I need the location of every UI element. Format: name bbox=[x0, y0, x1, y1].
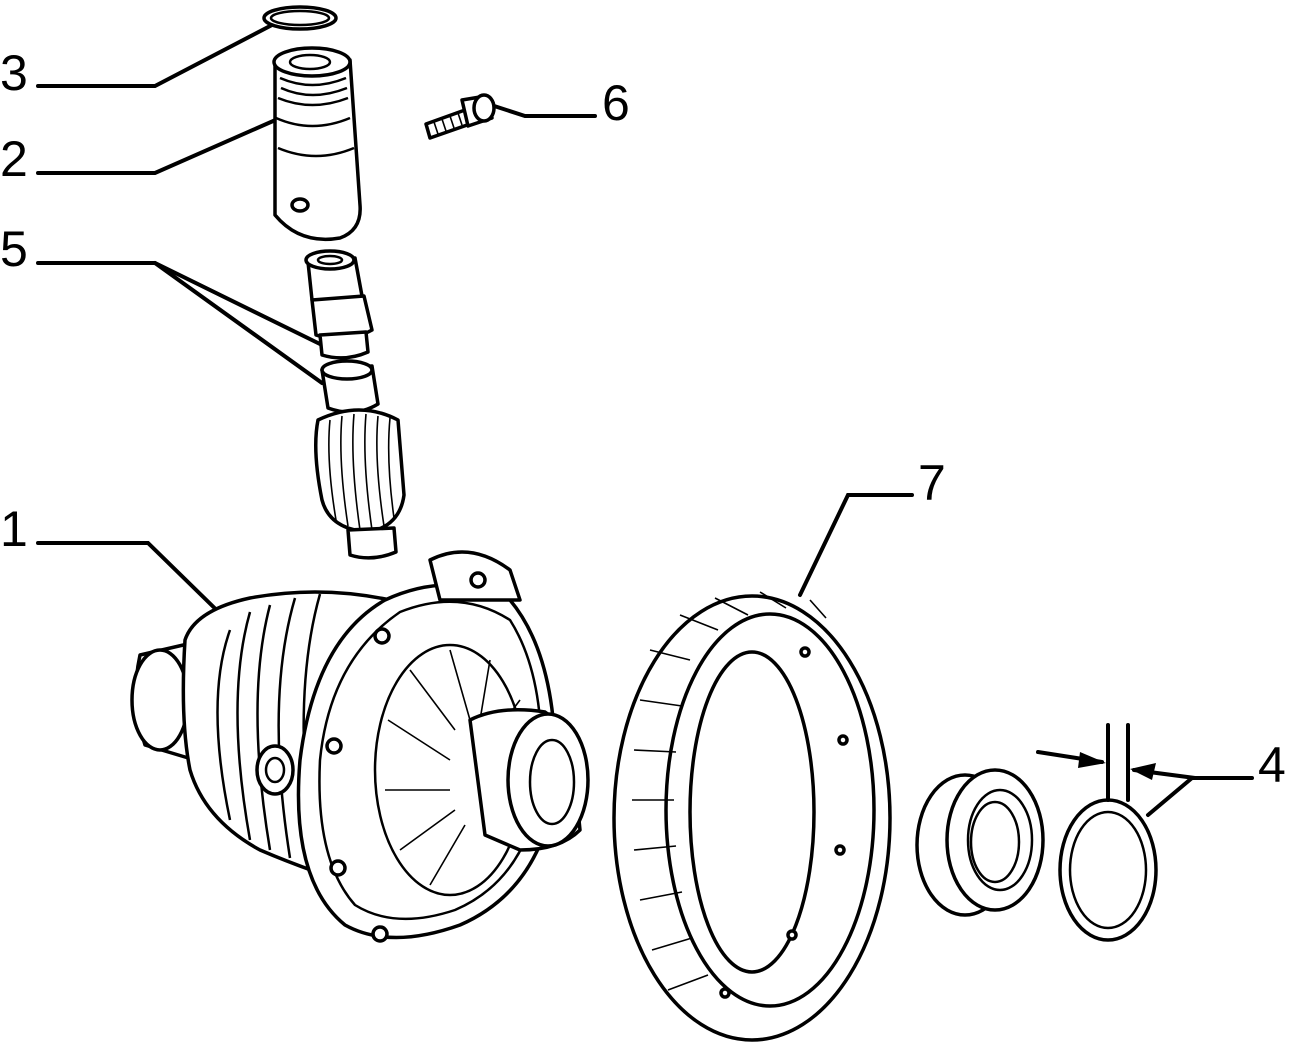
bearing bbox=[915, 768, 1045, 917]
differential-housing-part-1 bbox=[130, 550, 590, 943]
leader-2 bbox=[36, 116, 282, 175]
callout-4: 4 bbox=[1258, 737, 1286, 793]
shim-ring-part-4 bbox=[1036, 723, 1197, 942]
leader-lines bbox=[36, 23, 1254, 817]
leader-1 bbox=[36, 541, 237, 630]
leader-6 bbox=[486, 102, 597, 118]
leader-7 bbox=[798, 493, 914, 597]
callout-6: 6 bbox=[602, 75, 630, 131]
callout-3: 3 bbox=[0, 45, 28, 101]
leader-3 bbox=[36, 23, 274, 88]
leader-4 bbox=[1146, 776, 1254, 817]
leader-5b bbox=[153, 261, 324, 385]
leader-5a bbox=[36, 261, 324, 347]
callout-5: 5 bbox=[0, 221, 28, 277]
screw-part-6 bbox=[424, 93, 496, 140]
callout-2: 2 bbox=[0, 131, 28, 187]
ring-gear-part-7 bbox=[612, 591, 892, 1042]
pinion-shaft-part-5 bbox=[304, 249, 406, 560]
sleeve-part-2 bbox=[272, 46, 362, 242]
o-ring-part-3 bbox=[262, 5, 338, 31]
callout-7: 7 bbox=[918, 455, 946, 511]
callout-1: 1 bbox=[0, 501, 28, 557]
